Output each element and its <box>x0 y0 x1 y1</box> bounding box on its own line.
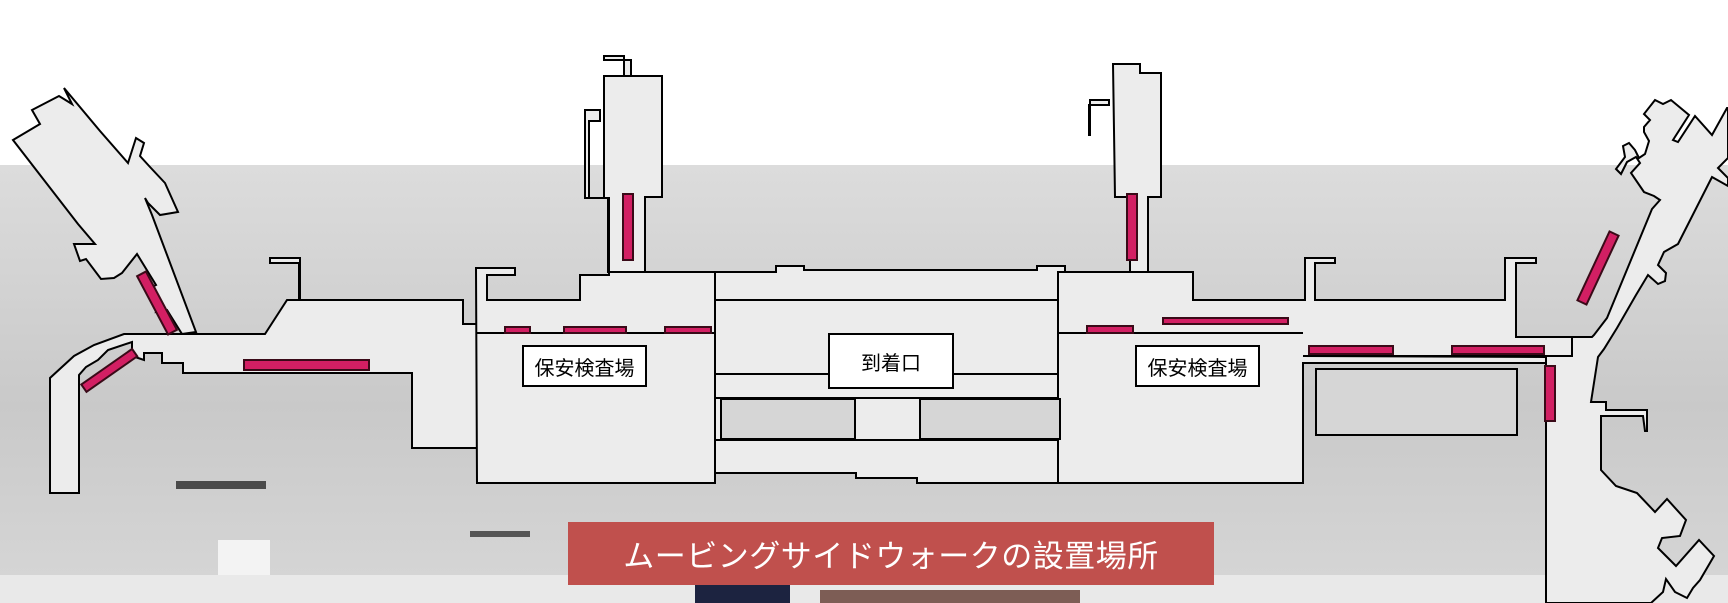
floor-outline <box>11 55 1728 603</box>
walkway-13 <box>79 347 139 394</box>
walkway-6 <box>1086 325 1134 334</box>
corridor-left <box>720 398 856 440</box>
title-banner: ムービングサイドウォークの設置場所 <box>568 522 1214 585</box>
walkway-10 <box>1451 345 1545 355</box>
doorway <box>695 583 790 603</box>
left-wing-arm <box>11 87 198 336</box>
moving-walkways <box>79 193 1620 422</box>
walkway-5 <box>622 193 634 261</box>
ceiling-light-2 <box>470 531 530 537</box>
right-connector <box>1302 98 1728 603</box>
walkway-12 <box>135 270 179 336</box>
walkway-7 <box>1162 317 1289 325</box>
walkway-9 <box>1308 345 1394 355</box>
right-pier-hook <box>1088 99 1110 136</box>
corridor-far-right <box>1315 368 1518 436</box>
right-pier-tower <box>1111 63 1162 273</box>
corridor-right <box>919 398 1061 440</box>
ceiling-light-1 <box>176 481 266 489</box>
walkway-8 <box>1126 193 1138 261</box>
arrival-gate-label: 到着口 <box>828 333 954 389</box>
walkway-11 <box>1544 365 1556 422</box>
walkway-14 <box>1576 230 1620 306</box>
left-pier-tower <box>603 75 663 273</box>
security-check-label-left: 保安検査場 <box>522 345 647 387</box>
security-block-left <box>474 109 716 484</box>
walkway-1 <box>243 359 370 371</box>
left-connector <box>49 257 481 494</box>
security-check-label-right: 保安検査場 <box>1135 345 1260 387</box>
shop-area <box>820 590 1080 603</box>
walkway-3 <box>563 326 627 334</box>
inner-corridors <box>720 368 1518 440</box>
central-pier <box>603 55 632 79</box>
security-block-right <box>1057 257 1573 484</box>
walkway-2 <box>504 326 531 334</box>
walkway-4 <box>664 326 712 334</box>
background-white-top <box>0 0 1728 165</box>
